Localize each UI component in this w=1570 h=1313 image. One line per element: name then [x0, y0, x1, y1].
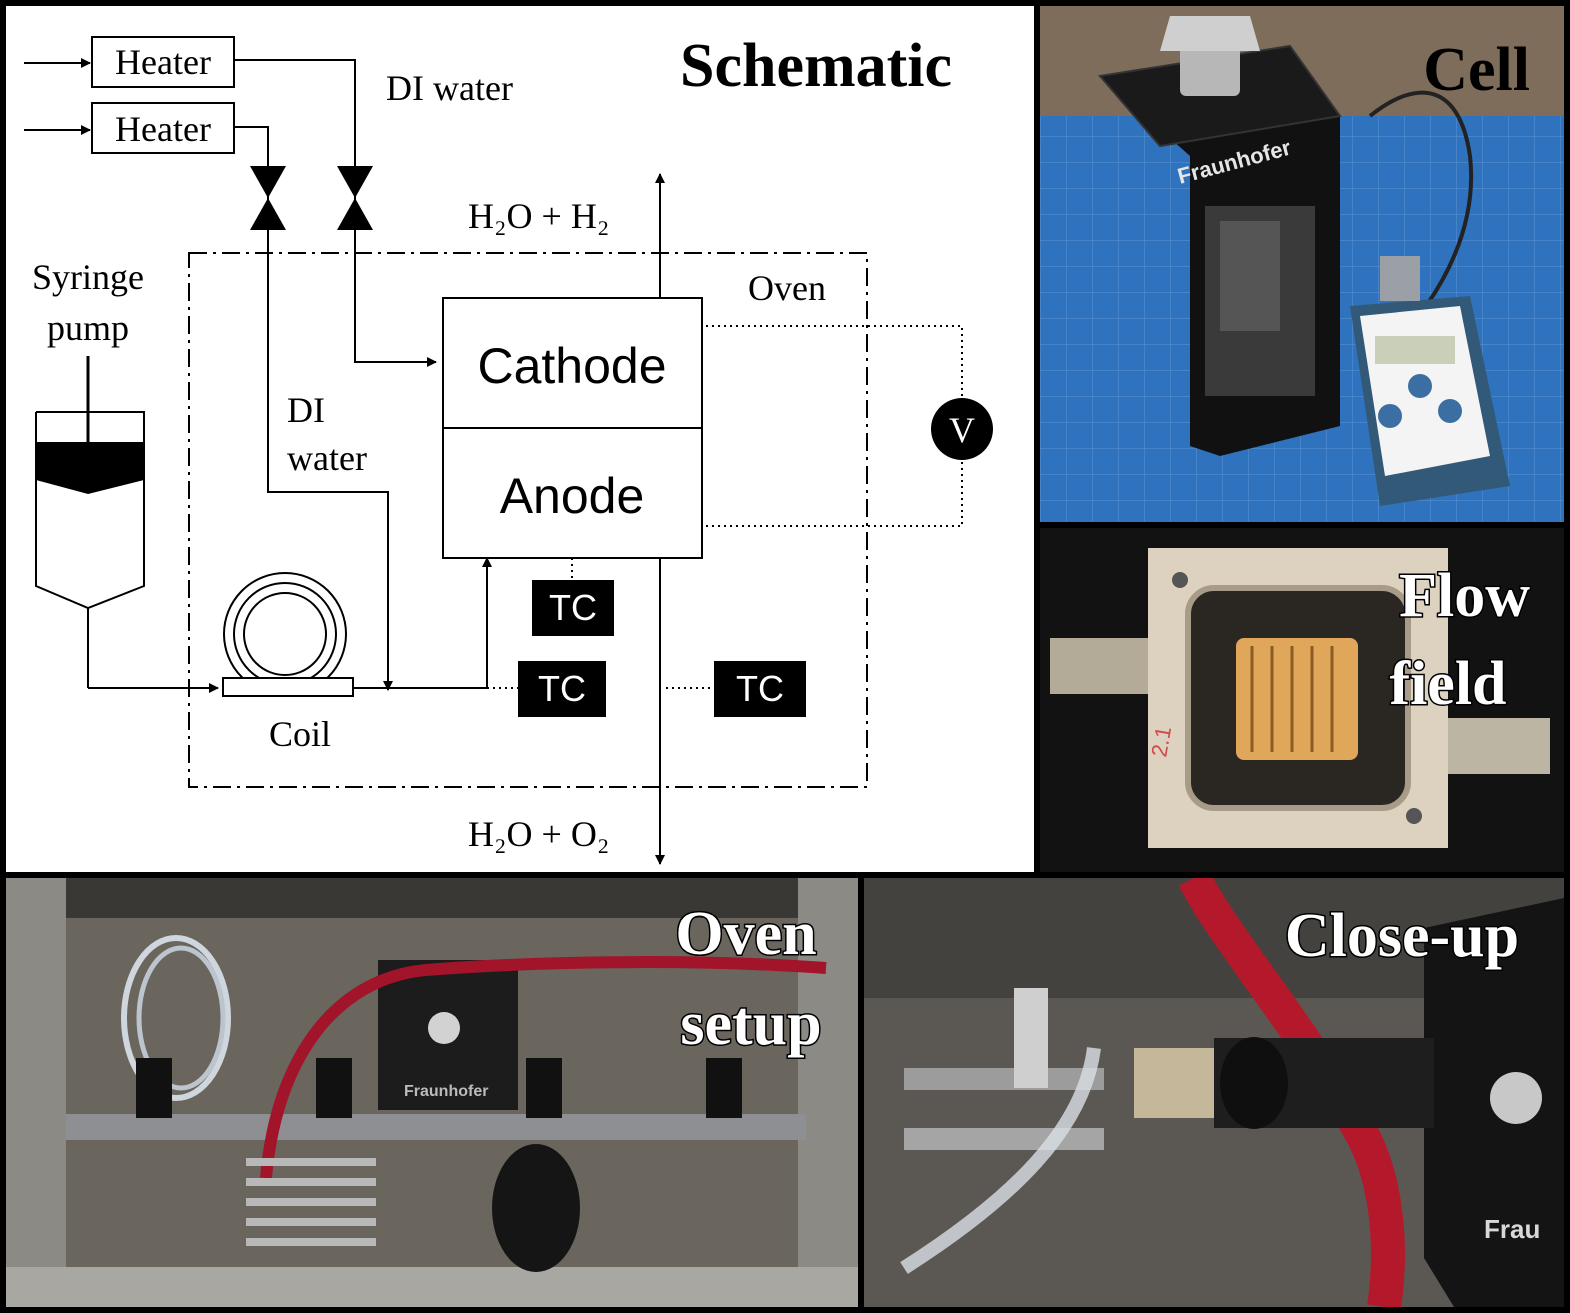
coil-icon [222, 572, 354, 697]
oven-label: Oven [748, 268, 826, 308]
flow-field-title-line2: field [1389, 650, 1506, 718]
oven-brand-label: Fraunhofer [404, 1083, 488, 1100]
syringe-pump [35, 356, 145, 688]
di-water-left-line2: water [287, 438, 367, 478]
cathode-label: Cathode [477, 338, 666, 394]
oven-setup-title-line1: Oven [675, 900, 816, 968]
anode-label: Anode [500, 468, 645, 524]
cell-photo-panel: Fraunhofer Cell [1040, 6, 1564, 522]
closeup-brand-label: Frau [1484, 1214, 1540, 1244]
flow-field-mark: 2.1 [1146, 724, 1176, 758]
voltmeter-wire-top [706, 325, 963, 404]
voltmeter-icon [931, 398, 993, 460]
tc2-box [518, 661, 606, 717]
schematic-diagram: Schematic Heater Heater DI water Oven Sy… [24, 32, 993, 865]
tc2-label: TC [538, 668, 586, 709]
cell-photo: Fraunhofer Cell [1040, 6, 1564, 522]
tc3-label: TC [736, 668, 784, 709]
oven-boundary [188, 252, 868, 788]
oven-setup-title-line2: setup [680, 990, 821, 1058]
schematic-panel: Schematic Heater Heater DI water Oven Sy… [6, 6, 1034, 872]
heater-box-bottom [91, 102, 235, 154]
syringe-label-line2: pump [47, 308, 129, 348]
tc1-box [532, 580, 614, 636]
closeup-title: Close-up [1285, 902, 1519, 970]
di-water-top-label: DI water [386, 68, 513, 108]
cathode-box [442, 297, 703, 429]
anode-box [442, 427, 703, 559]
valve-right [337, 166, 373, 230]
cell-title: Cell [1423, 36, 1530, 104]
heater-box-top [91, 36, 235, 88]
oven-setup-photo: Fraunhofer Oven setup [6, 878, 858, 1307]
voltmeter-wire-bottom [706, 454, 963, 527]
valve-left [250, 166, 286, 230]
coil-label: Coil [269, 714, 331, 754]
outlet-bottom-label: H₂O + O₂ [468, 814, 609, 854]
heater-label-top: Heater [115, 42, 211, 82]
flow-field-title-line1: Flow [1399, 562, 1530, 630]
tc3-box [714, 661, 806, 717]
closeup-photo: Frau Close-up [864, 878, 1564, 1307]
flow-field-photo-panel: 2.1 Flow field [1040, 528, 1564, 872]
closeup-photo-panel: Frau Close-up [864, 878, 1564, 1307]
outlet-top-label: H₂O + H₂ [468, 196, 609, 236]
schematic-title: Schematic [680, 32, 952, 100]
voltmeter-label: V [949, 410, 975, 450]
oven-setup-photo-panel: Fraunhofer Oven setup [6, 878, 858, 1307]
pipe-coil-to-anode [353, 557, 492, 689]
tc1-label: TC [549, 587, 597, 628]
pipe-di-water-feed [234, 126, 393, 691]
heater-label-bottom: Heater [115, 109, 211, 149]
flow-field-photo: 2.1 Flow field [1050, 548, 1550, 848]
di-water-left-line1: DI [287, 390, 325, 430]
syringe-label-line1: Syringe [32, 257, 144, 297]
